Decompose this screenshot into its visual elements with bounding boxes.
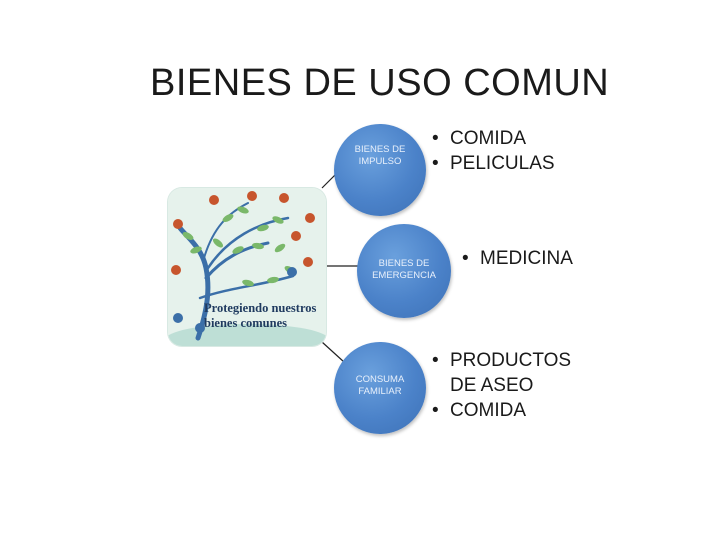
list-item: COMIDA	[432, 398, 571, 423]
illustration-caption-line2: bienes comunes	[204, 316, 287, 330]
illustration-caption-line1: Protegiendo nuestros	[204, 301, 317, 315]
list-item: PELICULAS	[432, 151, 555, 176]
node-items-consuma: PRODUCTOS DE ASEO COMIDA	[432, 348, 571, 423]
node-bienes-impulso: BIENES DE IMPULSO	[334, 124, 426, 216]
node-label: BIENES DE IMPULSO	[354, 144, 406, 167]
common-goods-illustration: Protegiendo nuestros bienes comunes	[168, 188, 326, 346]
node-consuma-familiar: CONSUMA FAMILIAR	[334, 342, 426, 434]
list-item: COMIDA	[432, 126, 555, 151]
slide-title: BIENES DE USO COMUN	[150, 62, 610, 104]
node-items-impulso: COMIDA PELICULAS	[432, 126, 555, 176]
tree-icon: Protegiendo nuestros bienes comunes	[168, 188, 326, 346]
badge-icons	[171, 191, 315, 333]
node-items-emergencia: MEDICINA	[462, 246, 573, 271]
list-item: MEDICINA	[462, 246, 573, 271]
list-item: PRODUCTOS DE ASEO	[432, 348, 571, 398]
node-bienes-emergencia: BIENES DE EMERGENCIA	[357, 224, 451, 318]
node-label: CONSUMA FAMILIAR	[355, 374, 405, 397]
node-label: BIENES DE EMERGENCIA	[372, 258, 436, 281]
